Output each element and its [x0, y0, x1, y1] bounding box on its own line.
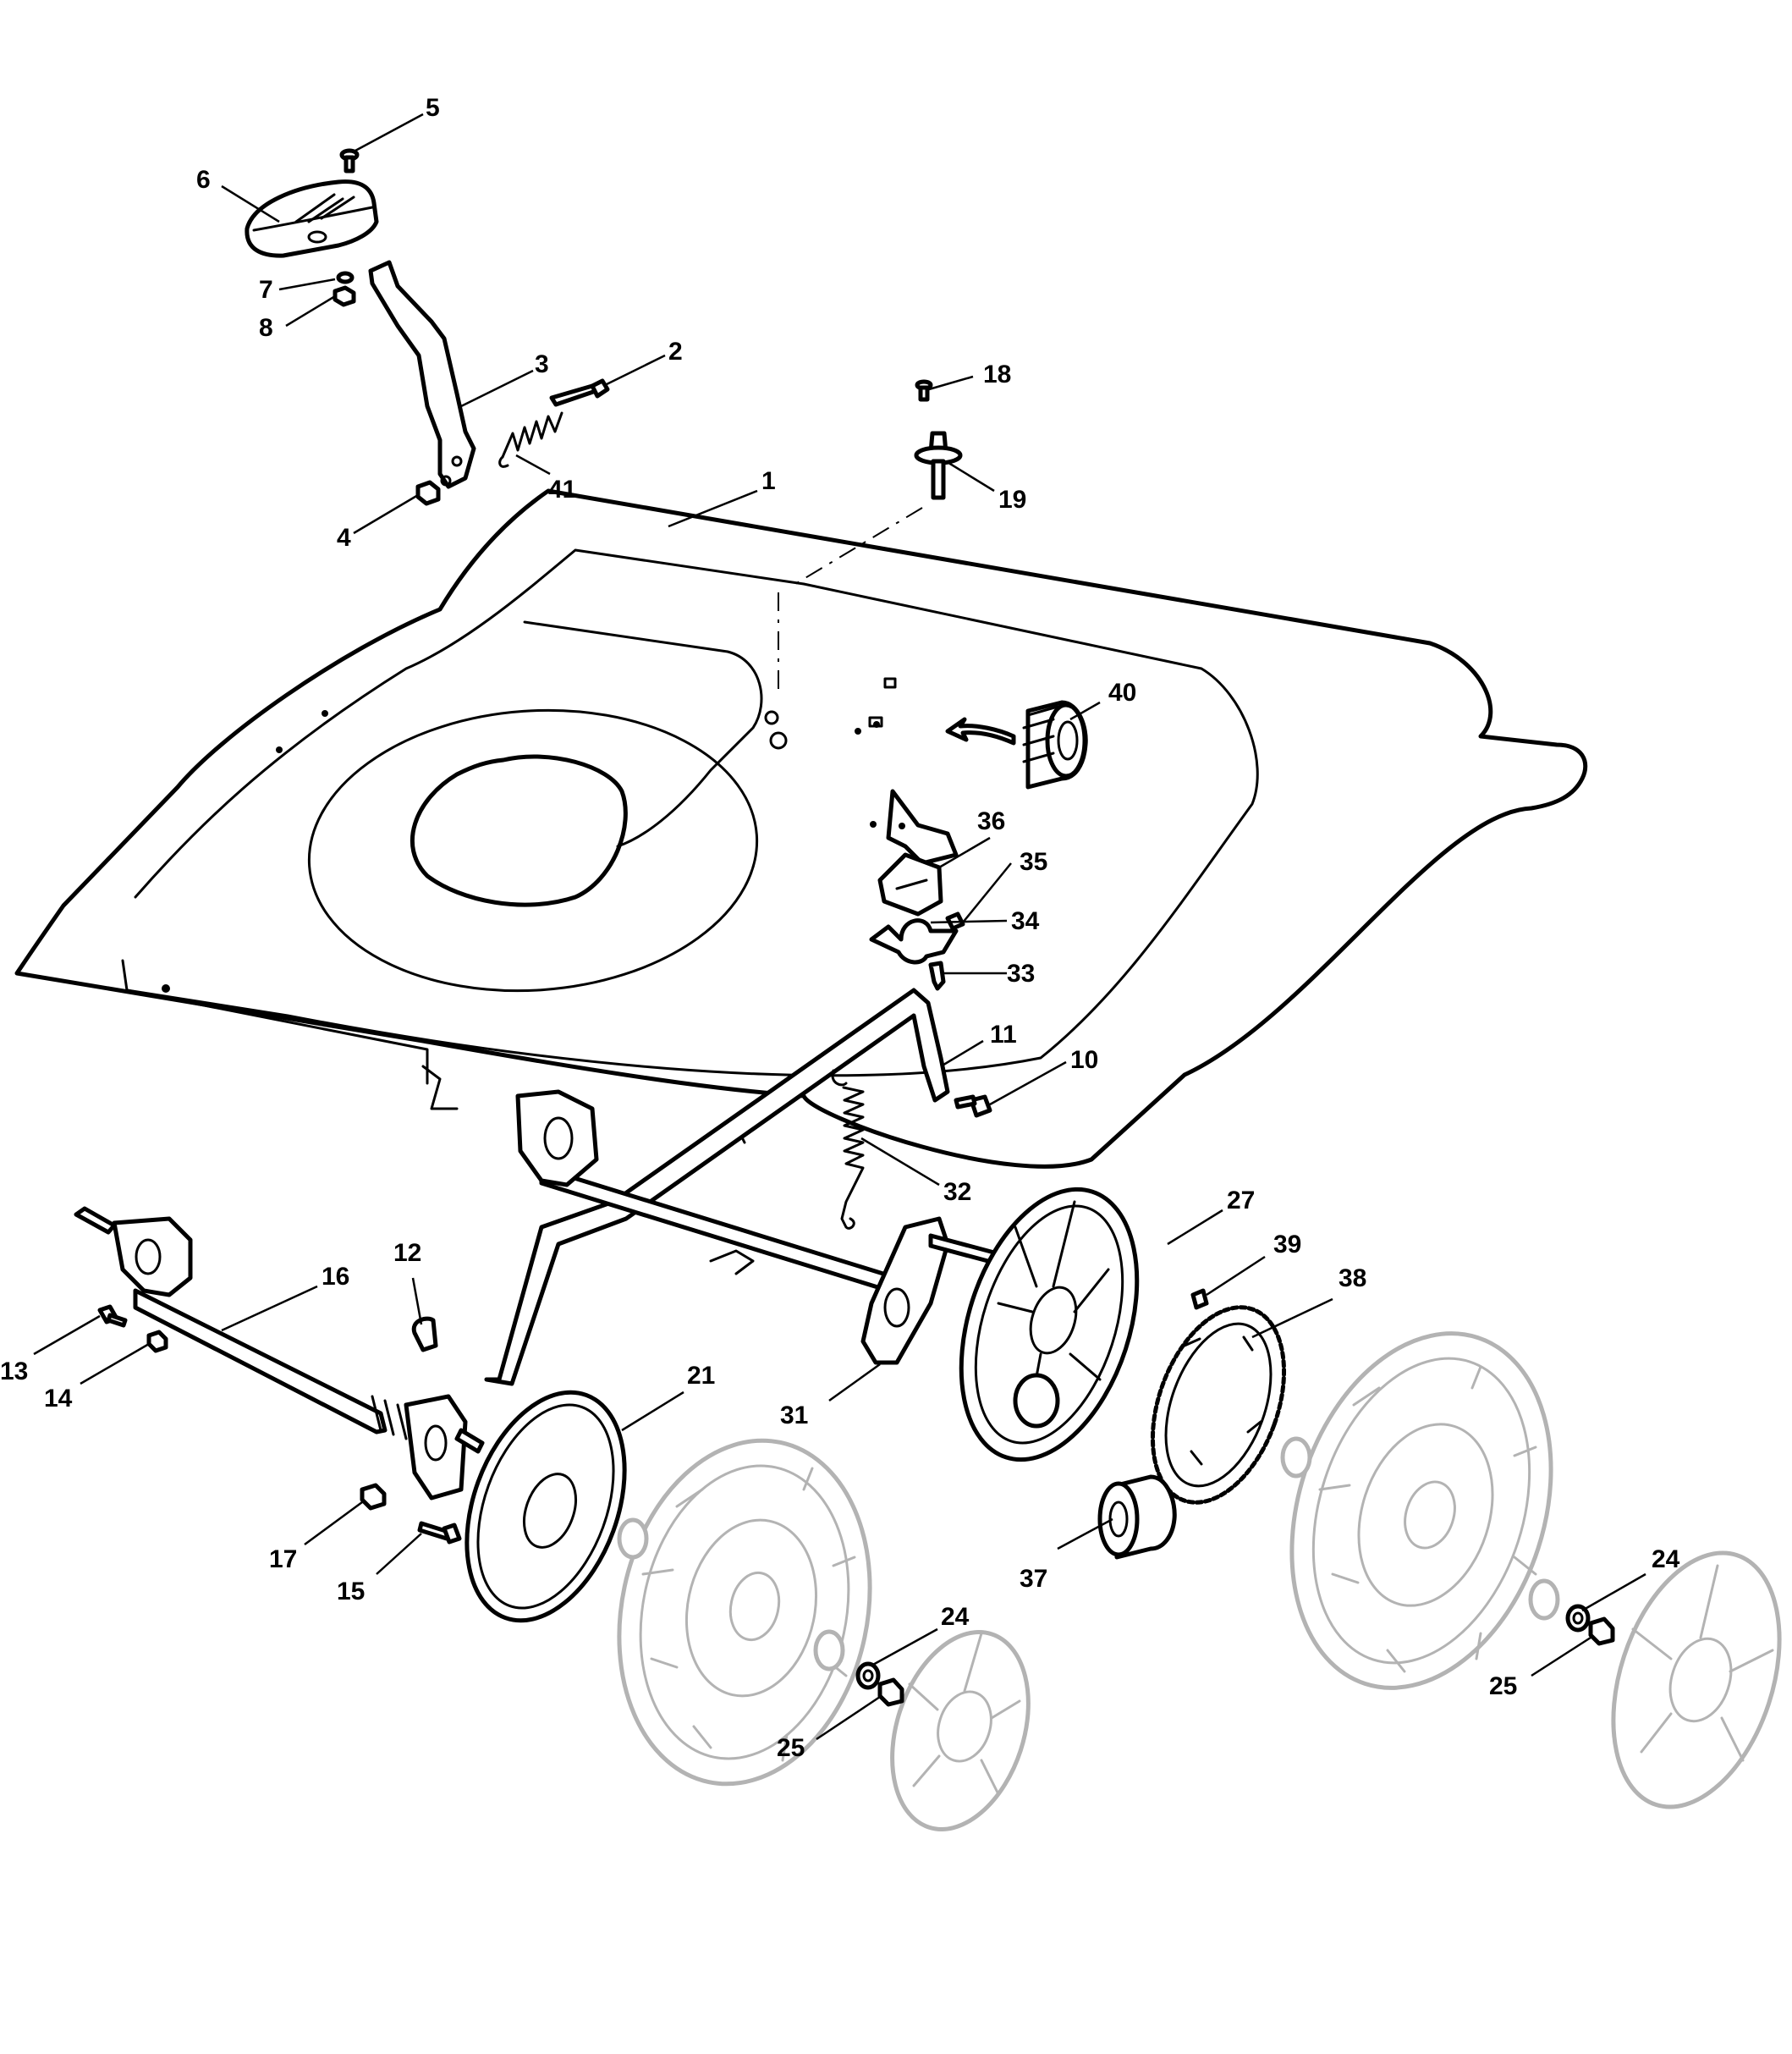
leader-lines: [33, 113, 1646, 1741]
callout-14: 14: [44, 1385, 73, 1412]
rear-right-wheel-ghost: [1289, 1331, 1553, 1690]
wheel-cover-27: [959, 1187, 1140, 1462]
callout-8: 8: [259, 314, 273, 342]
bolt-10: [954, 1094, 992, 1118]
ring-gear-38: [1150, 1305, 1287, 1505]
callout-13: 13: [0, 1357, 28, 1385]
washer-24-right: [1565, 1604, 1591, 1633]
front-bracket-left: [112, 1216, 193, 1297]
nut-4: [415, 480, 441, 506]
washer-24-left: [855, 1661, 881, 1690]
drive-pinion-40: [1022, 700, 1088, 790]
callout-5: 5: [426, 94, 440, 122]
screw-33: [928, 961, 946, 991]
callout-32: 32: [943, 1178, 971, 1206]
callout-12: 12: [393, 1239, 421, 1267]
lever-knob: [245, 179, 379, 258]
spacer-right-inner-ghost: [1280, 1436, 1560, 1621]
screw-39: [1190, 1288, 1209, 1310]
mount-bracket-deck: [515, 1089, 599, 1187]
screw-5: [339, 148, 360, 173]
callout-15: 15: [337, 1578, 365, 1605]
screw-18: [915, 379, 933, 402]
callout-2: 2: [668, 338, 683, 366]
screw-13: [97, 1304, 128, 1328]
callout-19: 19: [998, 486, 1026, 514]
clip-12: [411, 1316, 438, 1352]
callout-31: 31: [780, 1401, 808, 1429]
callout-40: 40: [1108, 679, 1136, 707]
callout-37: 37: [1020, 1565, 1047, 1593]
callout-16: 16: [322, 1263, 349, 1291]
callout-21: 21: [687, 1362, 715, 1390]
callout-41: 41: [548, 476, 576, 504]
spring-41: [498, 411, 563, 468]
callout-25-right: 25: [1489, 1672, 1517, 1700]
wheel-cover-21: [464, 1390, 627, 1623]
callout-38: 38: [1339, 1264, 1366, 1292]
spring-32: [831, 1069, 865, 1230]
callout-11: 11: [990, 1021, 1017, 1049]
bracket-36: [877, 852, 943, 917]
nut-25-right: [1588, 1616, 1615, 1646]
nut-17: [360, 1483, 387, 1511]
callout-27: 27: [1227, 1187, 1255, 1214]
callout-6: 6: [196, 166, 211, 194]
hubcap-right-ghost: [1611, 1550, 1782, 1809]
callout-24-left: 24: [941, 1603, 970, 1631]
callout-labels: 5 6 7 8 3 2 41 4 18 19 1 40 36 35 34 33 …: [0, 94, 1680, 1762]
callout-39: 39: [1273, 1231, 1301, 1258]
clamp-34: [869, 918, 959, 965]
washer-7: [336, 271, 355, 284]
arrow-insert: [945, 717, 1016, 746]
spacer-left-inner-ghost: [617, 1517, 845, 1671]
lift-rod-11: [484, 988, 950, 1386]
callout-24-right: 24: [1652, 1545, 1680, 1573]
nut-25-left: [877, 1677, 904, 1707]
callout-35: 35: [1020, 848, 1047, 876]
assembly-axis-19: [778, 507, 923, 694]
nut-8: [333, 285, 356, 307]
callout-4: 4: [337, 524, 351, 552]
hubcap-left-ghost: [890, 1630, 1031, 1831]
callout-34: 34: [1011, 907, 1040, 935]
front-axle-16: [74, 1206, 408, 1440]
bolt-15: [417, 1521, 462, 1545]
callout-25-left: 25: [777, 1734, 805, 1762]
rear-left-wheel-ghost: [617, 1438, 872, 1787]
callout-7: 7: [259, 276, 273, 304]
callout-33: 33: [1007, 960, 1035, 988]
pinion-37: [1097, 1474, 1177, 1560]
callout-3: 3: [535, 350, 549, 378]
front-bracket-right: [404, 1394, 485, 1501]
shaft-19: [914, 431, 963, 500]
callout-36: 36: [977, 807, 1005, 835]
callout-17: 17: [269, 1545, 297, 1573]
pin-2: [549, 378, 610, 407]
callout-10: 10: [1070, 1046, 1098, 1074]
callout-1: 1: [761, 467, 776, 495]
nut-14: [146, 1330, 168, 1353]
height-adjust-lever: [368, 260, 476, 489]
mower-deck: [14, 488, 1588, 1169]
callout-18: 18: [983, 361, 1011, 388]
